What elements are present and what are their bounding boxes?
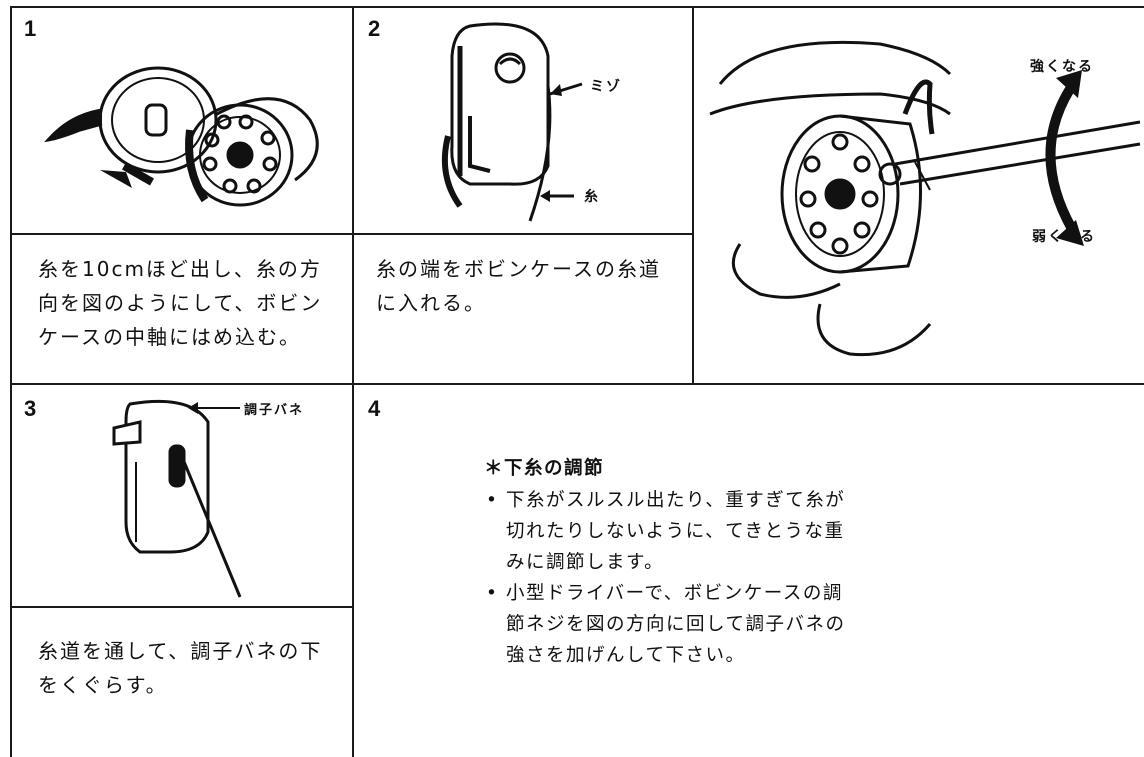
note-line: 強さを加げんして下さい。 [506,645,746,666]
grid-row1-image-divider [10,233,692,235]
grid-col2-divider [692,6,694,384]
bobbin-insert-illustration [44,66,319,207]
step-3-caption-line: 糸道を通して、調子バネの下 [38,639,323,663]
spring-label: 調子バネ [244,403,305,418]
step-2-number: 2 [368,16,381,41]
groove-label: ミゾ [590,79,622,95]
note-bullet-item: • 下糸がスルスル出たり、重すぎて糸が 切れたりしないように、てきとうな重 みに… [484,485,845,578]
step-2-caption: 糸の端をボビンケースの糸道 に入れる。 [376,252,661,320]
step-3-caption-line: をくぐらす。 [38,673,168,697]
note-line: 切れたりしないように、てきとうな重 [506,521,845,542]
groove-arrow [549,82,583,96]
step-2-caption-line: 糸の端をボビンケースの糸道 [376,257,661,281]
step-1-caption-line: 向を図のようにして、ボビン [38,291,323,315]
tension-weaker-label: 弱くなる [1032,229,1096,245]
grid-col1-divider [352,6,354,757]
step-1-number: 1 [24,16,37,41]
step-1-caption-line: 糸を10cmほど出し、糸の方 [38,257,322,281]
grid-left-line [10,6,12,757]
step-2-caption-line: に入れる。 [376,291,486,315]
thread-label: 糸 [584,189,600,205]
bobbin-tension-note: ＊下糸の調節 • 下糸がスルスル出たり、重すぎて糸が 切れたりしないように、てき… [484,453,845,671]
grid-row2-image-divider [10,606,352,608]
tension-stronger-label: 強くなる [1030,59,1094,75]
grid-row-divider [10,383,1144,385]
note-title: ＊下糸の調節 [484,458,605,479]
note-line: 下糸がスルスル出たり、重すぎて糸が [506,490,846,511]
note-line: 小型ドライバーで、ボビンケースの調 [506,583,843,604]
thread-arrow [540,190,574,202]
tension-spring-illustration [112,399,242,598]
bullet-icon: • [486,583,499,604]
step-1-caption: 糸を10cmほど出し、糸の方 向を図のようにして、ボビン ケースの中軸にはめ込む… [38,252,322,354]
bullet-icon: • [486,490,499,511]
spring-arrow [188,402,240,414]
note-line: 節ネジを図の方向に回して調子バネの [506,614,846,635]
step-3-number: 3 [24,396,37,421]
step-4-number: 4 [368,396,381,421]
note-bullet-item: • 小型ドライバーで、ボビンケースの調 節ネジを図の方向に回して調子バネの 強さ… [484,578,845,671]
tension-adjustment-illustration [709,40,1141,357]
bobbin-case-thread-illustration [441,22,552,222]
step-1-caption-line: ケースの中軸にはめ込む。 [38,325,301,349]
step-3-caption: 糸道を通して、調子バネの下 をくぐらす。 [38,634,322,702]
note-line: みに調節します。 [506,552,665,573]
grid-top-line [10,6,1144,8]
